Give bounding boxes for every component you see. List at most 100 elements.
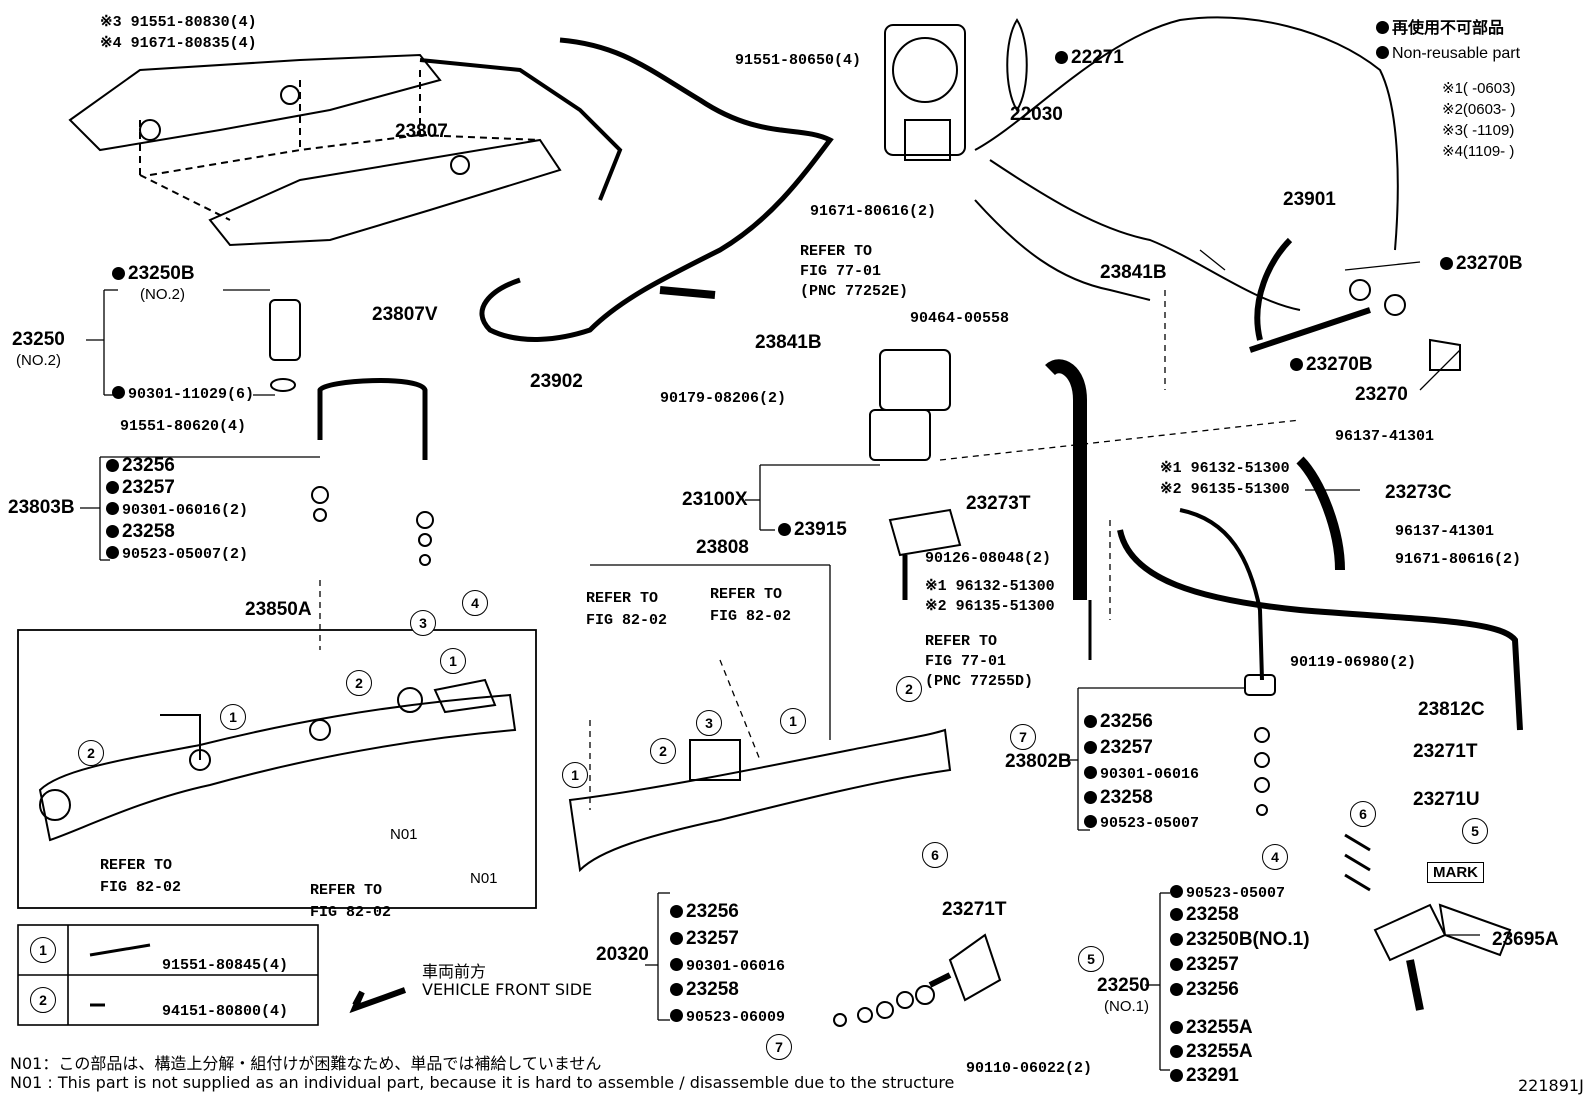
callout-7: 7 <box>766 1034 792 1060</box>
part-label: 23256 <box>670 902 739 922</box>
figure-id: 221891J <box>1518 1076 1584 1095</box>
key-row-1-part: 91551-80845(4) <box>162 957 289 974</box>
part-label: 23270B <box>1290 355 1373 375</box>
injector-upper <box>269 299 301 392</box>
vehicle-front-jp: 車両前方 <box>422 962 487 981</box>
part-label: 23812C <box>1418 699 1485 720</box>
callout-2: 2 <box>896 676 922 702</box>
part-label: 23257 <box>670 929 739 949</box>
part-label: 23255A <box>1170 1042 1253 1062</box>
part-label: 22271 <box>1055 48 1124 68</box>
callout-2: 2 <box>650 738 676 764</box>
part-label: ※4 91671-80835(4) <box>100 35 257 52</box>
part-label: (NO.1) <box>1104 998 1149 1015</box>
sensor-20320 <box>833 933 1002 1027</box>
callout-7: 7 <box>1010 724 1036 750</box>
callout-5: 5 <box>1078 946 1104 972</box>
part-label: 23850A <box>245 599 312 620</box>
legend-note-4: ※4(1109- ) <box>1442 143 1515 160</box>
gasket-22271 <box>1006 18 1028 112</box>
part-label: 23271U <box>1413 789 1480 810</box>
callout-4: 4 <box>462 590 488 616</box>
part-label: 23802B <box>1005 751 1072 772</box>
legend-note-2: ※2(0603- ) <box>1442 101 1516 118</box>
callout-1: 1 <box>562 762 588 788</box>
part-label: (NO.2) <box>16 352 61 369</box>
part-label: N01 <box>470 870 498 887</box>
part-label: 96137-41301 <box>1335 428 1435 445</box>
bracket-23807 <box>68 53 562 247</box>
part-label: ※1 96132-51300 <box>925 578 1055 595</box>
part-label: 23258 <box>670 980 739 1000</box>
part-label: 23807 <box>395 121 448 142</box>
part-label: ※3 91551-80830(4) <box>100 14 257 31</box>
part-label: 23901 <box>1283 189 1336 210</box>
part-label: 90179-08206(2) <box>660 390 787 407</box>
key-2: 2 <box>30 987 56 1013</box>
part-label: 23258 <box>106 522 175 542</box>
legend-non-reusable-jp: 再使用不可部品 <box>1376 20 1504 37</box>
part-label: 23807V <box>372 304 438 325</box>
legend-note-1: ※1( -0603) <box>1442 80 1516 97</box>
mark-box: MARK <box>1427 862 1484 883</box>
part-label: 23257 <box>1170 955 1239 975</box>
part-label: 23902 <box>530 371 583 392</box>
part-label: 90301-06016 <box>670 958 785 975</box>
part-label: 90301-06016 <box>1084 766 1199 783</box>
part-label: 23270 <box>1355 384 1408 405</box>
part-label: 22030 <box>1010 104 1063 125</box>
part-label: 90523-05007 <box>1170 885 1285 902</box>
callout-1: 1 <box>440 648 466 674</box>
part-label: 90301-11029(6) <box>112 386 254 403</box>
part-label: 23256 <box>1170 980 1239 1000</box>
part-label: 91551-80650(4) <box>735 52 862 69</box>
callout-4: 4 <box>1262 844 1288 870</box>
part-label: 90523-05007(2) <box>106 546 248 563</box>
fuel-rail-23802b <box>568 728 952 873</box>
footnote-jp: N01：この部品は、構造上分解・組付けが困難なため、単品では補給していません <box>10 1054 602 1073</box>
part-label: 23250 <box>12 329 65 350</box>
part-label: 23841B <box>755 332 822 353</box>
callout-1: 1 <box>780 708 806 734</box>
key-1: 1 <box>30 937 56 963</box>
part-label: 23100X <box>682 489 748 510</box>
part-label: 23273T <box>966 493 1031 514</box>
part-label: 91671-80616(2) <box>810 203 937 220</box>
vehicle-front-en: VEHICLE FRONT SIDE <box>422 980 593 999</box>
part-label: 91671-80616(2) <box>1395 551 1522 568</box>
part-label: (NO.2) <box>140 286 185 303</box>
footnote-en: N01 : This part is not supplied as an in… <box>10 1073 955 1092</box>
part-label: 90523-05007 <box>1084 815 1199 832</box>
part-label: 90126-08048(2) <box>925 550 1052 567</box>
callout-3: 3 <box>410 610 436 636</box>
injector-lower <box>1344 833 1512 1011</box>
part-label: 23291 <box>1170 1066 1239 1086</box>
intake-manifold <box>974 16 1399 311</box>
part-label: 23250B <box>112 264 195 284</box>
part-label: ※2 96135-51300 <box>925 598 1055 615</box>
part-label: 96137-41301 <box>1395 523 1495 540</box>
part-label: 23257 <box>106 478 175 498</box>
part-label: 23257 <box>1084 738 1153 758</box>
part-label: 23695A <box>1492 929 1559 950</box>
key-row-2-part: 94151-80800(4) <box>162 1003 289 1020</box>
part-label: 23250 <box>1097 975 1150 996</box>
hose-23273t <box>1045 359 1087 600</box>
part-label: 23271T <box>942 899 1007 920</box>
part-label: 23271T <box>1413 741 1478 762</box>
part-label: ※1 96132-51300 <box>1160 460 1290 477</box>
part-label: 91551-80620(4) <box>120 418 247 435</box>
part-label: 90523-06009 <box>670 1009 785 1026</box>
part-label: 20320 <box>596 944 649 965</box>
part-label: 23915 <box>778 520 847 540</box>
part-label: 23258 <box>1170 905 1239 925</box>
part-label: 23803B <box>8 497 75 518</box>
part-label: 23256 <box>106 456 175 476</box>
callout-2: 2 <box>346 670 372 696</box>
callout-3: 3 <box>696 710 722 736</box>
